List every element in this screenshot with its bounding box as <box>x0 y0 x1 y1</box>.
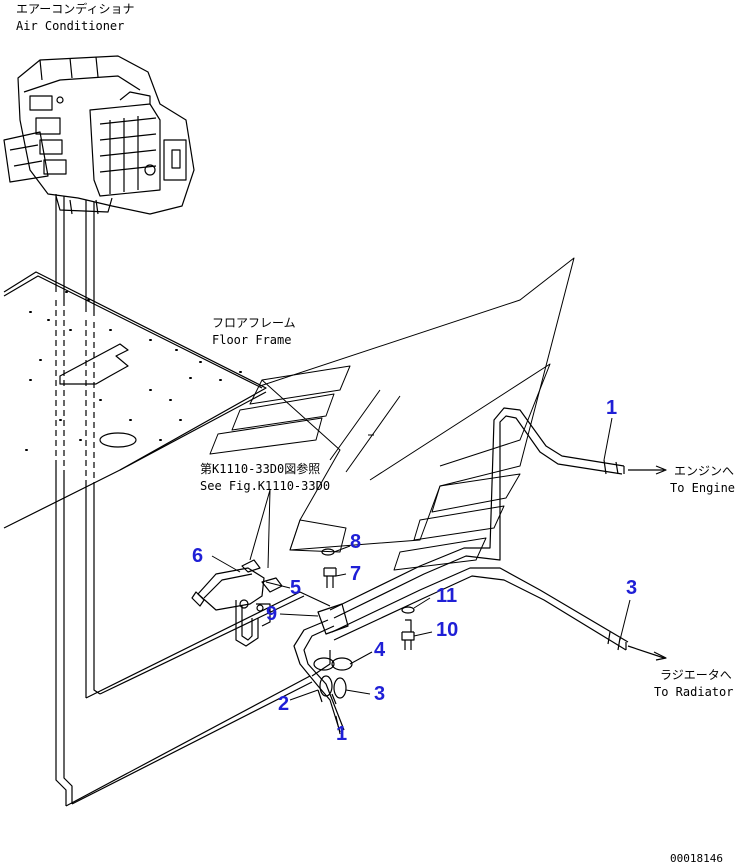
see-fig-label-jp: 第K1110-33D0図参照 <box>200 462 321 476</box>
air-conditioner-unit <box>3 55 195 215</box>
callout-3-radiator: 3 <box>626 577 638 599</box>
see-fig-label-en: See Fig.K1110-33D0 <box>200 479 331 493</box>
callout-5: 5 <box>290 577 302 599</box>
bolt-10 <box>401 619 415 650</box>
callout-2: 2 <box>278 693 290 715</box>
callout-6: 6 <box>192 545 204 567</box>
callout-3-lower: 3 <box>374 683 386 705</box>
to-radiator-arrow <box>627 645 667 661</box>
heater-hose-3 <box>331 567 629 651</box>
drawing-number: 00018146 <box>670 852 723 865</box>
floor-frame <box>3 271 267 529</box>
to-engine-label-en: To Engine <box>670 481 736 495</box>
callout-9: 9 <box>266 603 278 625</box>
air-conditioner-label-en: Air Conditioner <box>16 19 125 33</box>
callout-10: 10 <box>436 619 459 641</box>
watermark-logo <box>209 257 575 571</box>
to-radiator-label-en: To Radiator <box>654 685 734 699</box>
callout-4: 4 <box>374 639 386 661</box>
callout-1-engine: 1 <box>606 397 618 419</box>
floor-frame-label-en: Floor Frame <box>212 333 292 347</box>
hose-clamps <box>313 603 353 705</box>
to-radiator-label-jp: ラジエータへ <box>660 668 732 682</box>
callout-11: 11 <box>436 585 458 607</box>
to-engine-arrow <box>628 465 667 475</box>
bolt-7 <box>323 567 337 588</box>
lower-hose-run <box>65 591 331 807</box>
air-conditioner-label-jp: エアーコンディショナ <box>16 2 135 16</box>
heater-hose-1 <box>293 407 625 733</box>
leader-lines <box>211 417 631 735</box>
callout-1-lower: 1 <box>336 723 348 745</box>
callout-7: 7 <box>350 563 362 585</box>
to-engine-label-jp: エンジンへ <box>674 464 735 478</box>
callout-8: 8 <box>350 531 362 553</box>
washer-11 <box>401 606 415 614</box>
floor-frame-label-jp: フロアフレーム <box>212 316 296 330</box>
